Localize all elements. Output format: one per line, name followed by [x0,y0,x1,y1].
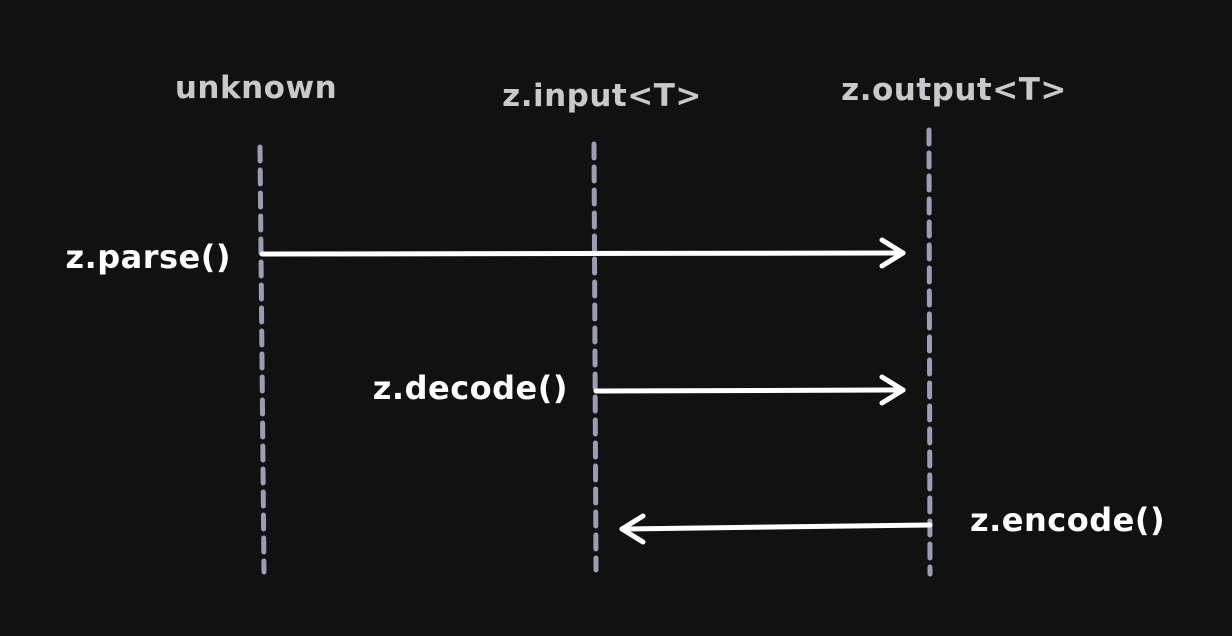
lane-title-unknown: unknown [174,70,338,106]
lane-title-input: z.input<T> [502,78,702,114]
message-label-decode: z.decode() [372,369,568,407]
lifeline-output [926,127,933,577]
arrow-decode [593,374,906,406]
lifeline-input [591,141,599,573]
lane-title-output: z.output<T> [841,72,1067,108]
message-label-encode: z.encode() [970,501,1166,539]
arrow-encode [619,513,933,545]
lifeline-unknown [257,144,267,575]
message-label-parse: z.parse() [65,238,231,276]
arrow-parse [259,237,906,269]
